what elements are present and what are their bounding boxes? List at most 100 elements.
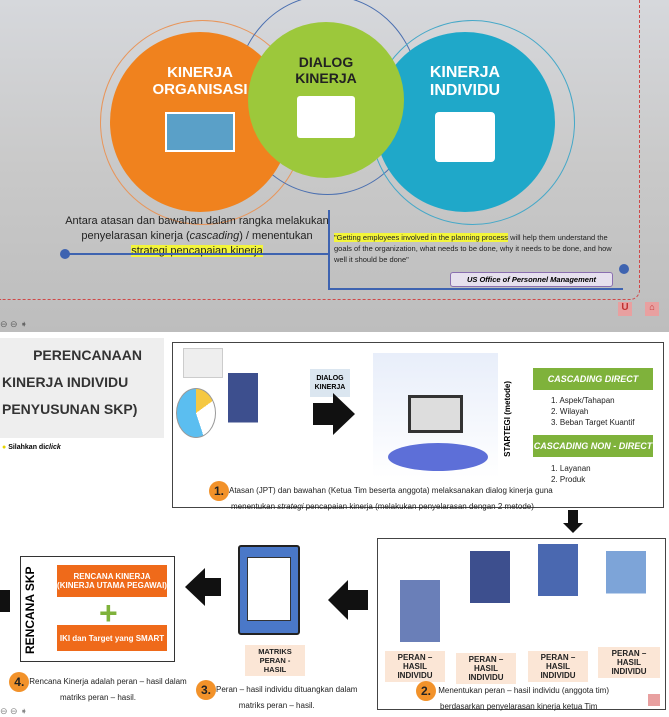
matriks-l2: PERAN - HASIL <box>259 656 291 674</box>
peran-l2: INDIVIDU <box>611 667 647 676</box>
person-figure <box>470 551 510 646</box>
video-screen-icon <box>408 395 463 433</box>
person-figure <box>538 544 578 639</box>
peran-l1: PERAN – HASIL <box>397 653 433 671</box>
step1-l2b: pencapaian kinerja (melakukan penyelaras… <box>303 502 534 511</box>
step1-panel: DIALOG KINERJA STARTEGI (metode) CASCADIN… <box>172 342 664 511</box>
left-desc-line2a: penyelarasan kinerja ( <box>81 230 190 242</box>
title-line1: PERENCANAAN <box>33 347 142 363</box>
left-desc-line1: Antara atasan dan bawahan dalam rangka m… <box>65 215 329 227</box>
circle-right-line2: INDIVIDU <box>429 82 501 99</box>
arrow-left-partial <box>0 590 10 612</box>
person-figure <box>606 551 646 646</box>
non-direct-item: 2. Produk <box>551 475 586 484</box>
peran-l1: PERAN – HASIL <box>468 655 504 673</box>
building-illustration-icon <box>165 112 235 152</box>
click-hint[interactable]: ● Silahkan diclick <box>2 444 61 451</box>
circle-kinerja-individu: Kinerja INDIVIDU <box>375 32 555 212</box>
matriks-l1: MATRIKS <box>258 647 292 656</box>
arrow-left-icon <box>185 568 205 606</box>
direct-item: 3. Beban Target Kuantif <box>551 418 635 427</box>
peran-l1: PERAN – HASIL <box>611 649 647 667</box>
peran-l1: PERAN – HASIL <box>540 653 576 671</box>
cascading-direct-button[interactable]: CASCADING DIRECT <box>533 368 653 390</box>
pie-chart-icon <box>176 388 216 438</box>
peran-l2: INDIVIDU <box>540 671 576 680</box>
step1-text: 1.Atasan (JPT) dan bawahan (Ketua Tim be… <box>209 481 553 513</box>
cascading-non-direct-button[interactable]: CASCADING NON - DIRECT <box>533 435 653 457</box>
circle-left-line1: KINERJA <box>167 64 233 81</box>
step4-text: 4.Rencana Kinerja adalah peran – hasil d… <box>8 672 188 704</box>
step1-line1: Atasan (JPT) dan bawahan (Ketua Tim bese… <box>229 486 553 496</box>
quote-text: "Getting employees involved in the plann… <box>334 232 619 265</box>
analyst-illustration-icon <box>435 112 495 162</box>
quote-rest: will help them understand the goals of t… <box>334 233 612 264</box>
plus-icon: + <box>99 595 118 631</box>
meeting-illustration-icon <box>297 96 355 138</box>
click-hint-a: Silahkan di <box>8 444 46 451</box>
slide-nav-controls[interactable]: ⊖ ⊖ ➧ <box>0 706 28 716</box>
quote-source: US Office of Personnel Management <box>450 272 613 287</box>
direct-item: 2. Wilayah <box>551 407 589 416</box>
step2-badge: 2. <box>416 681 436 701</box>
home-icon[interactable] <box>648 694 660 706</box>
peran-l2: INDIVIDU <box>468 673 504 682</box>
step2-line2: berdasarkan penyelarasan kinerja ketua T… <box>440 702 598 711</box>
home-icon[interactable]: ⌂ <box>645 302 659 316</box>
peran-l2: INDIVIDU <box>397 671 433 680</box>
circle-mid-line2: KINERJA <box>295 70 357 86</box>
connector-dot <box>619 264 629 274</box>
dashed-frame <box>0 0 640 300</box>
direct-item: 1. Aspek/Tahapan <box>551 396 615 405</box>
slide-dialog-kinerja: KINERJA ORGANISASI Kinerja INDIVIDU DIAL… <box>0 0 669 332</box>
step3-line2: matriks peran – hasil. <box>238 701 315 710</box>
connector-right <box>328 288 623 290</box>
step2-line1: Menentukan peran – hasil individu (anggo… <box>438 686 610 696</box>
dialog-l2: KINERJA <box>314 384 346 391</box>
circle-left-line2: ORGANISASI <box>152 81 248 98</box>
title-line2: KINERJA INDIVIDU <box>2 374 129 390</box>
skp-title: RENCANA SKP <box>23 566 37 654</box>
circle-mid-line1: DIALOG <box>298 54 354 70</box>
arrow-left-body <box>346 590 368 610</box>
connector-left <box>65 253 330 255</box>
step1-badge: 1. <box>209 481 229 501</box>
non-direct-list: 1. Layanan 2. Produk <box>551 463 591 485</box>
strategy-label: STARTEGI (metode) <box>503 381 512 457</box>
step3-line1: Peran – hasil individu dituangkan dalam <box>216 685 358 695</box>
arrow-left-icon <box>328 580 348 620</box>
click-hint-b: click <box>45 444 61 451</box>
meeting-illustration <box>373 353 498 478</box>
circle-right-line1: Kinerja <box>429 64 501 81</box>
arrow-down-icon <box>563 523 583 533</box>
arrow-right-body <box>313 403 335 425</box>
clipboard-icon <box>238 545 300 635</box>
dialog-l1: DIALOG <box>316 375 344 382</box>
dialog-label[interactable]: DIALOG KINERJA <box>310 369 350 397</box>
chart-board-icon <box>183 348 223 378</box>
left-desc-line2b: ) / menentukan <box>239 230 313 242</box>
arrow-down-body <box>568 510 578 524</box>
slide-nav-controls[interactable]: ⊖ ⊖ ➧ <box>0 319 28 329</box>
rencana-skp-panel: RENCANA SKP RENCANA KINERJA(KINERJA UTAM… <box>20 556 175 662</box>
return-icon[interactable]: U <box>618 302 632 316</box>
rencana-kinerja-box: RENCANA KINERJA(KINERJA UTAMA PEGAWAI) <box>57 565 167 597</box>
direct-list: 1. Aspek/Tahapan 2. Wilayah 3. Beban Tar… <box>551 395 634 428</box>
step3-badge: 3. <box>196 680 216 700</box>
step1-l2a: menentukan <box>231 502 278 511</box>
non-direct-item: 1. Layanan <box>551 464 591 473</box>
left-desc-highlight: strategi pencapaian kinerja <box>131 245 263 257</box>
arrow-left-body <box>205 578 221 596</box>
meeting-table <box>388 443 488 471</box>
presenter-figure <box>228 373 258 483</box>
rencana-l2: (KINERJA UTAMA PEGAWAI) <box>57 581 167 590</box>
person-figure <box>400 547 440 642</box>
quote-highlight: "Getting employees involved in the plann… <box>334 233 509 242</box>
circle-dialog-kinerja: DIALOG KINERJA <box>248 22 404 178</box>
